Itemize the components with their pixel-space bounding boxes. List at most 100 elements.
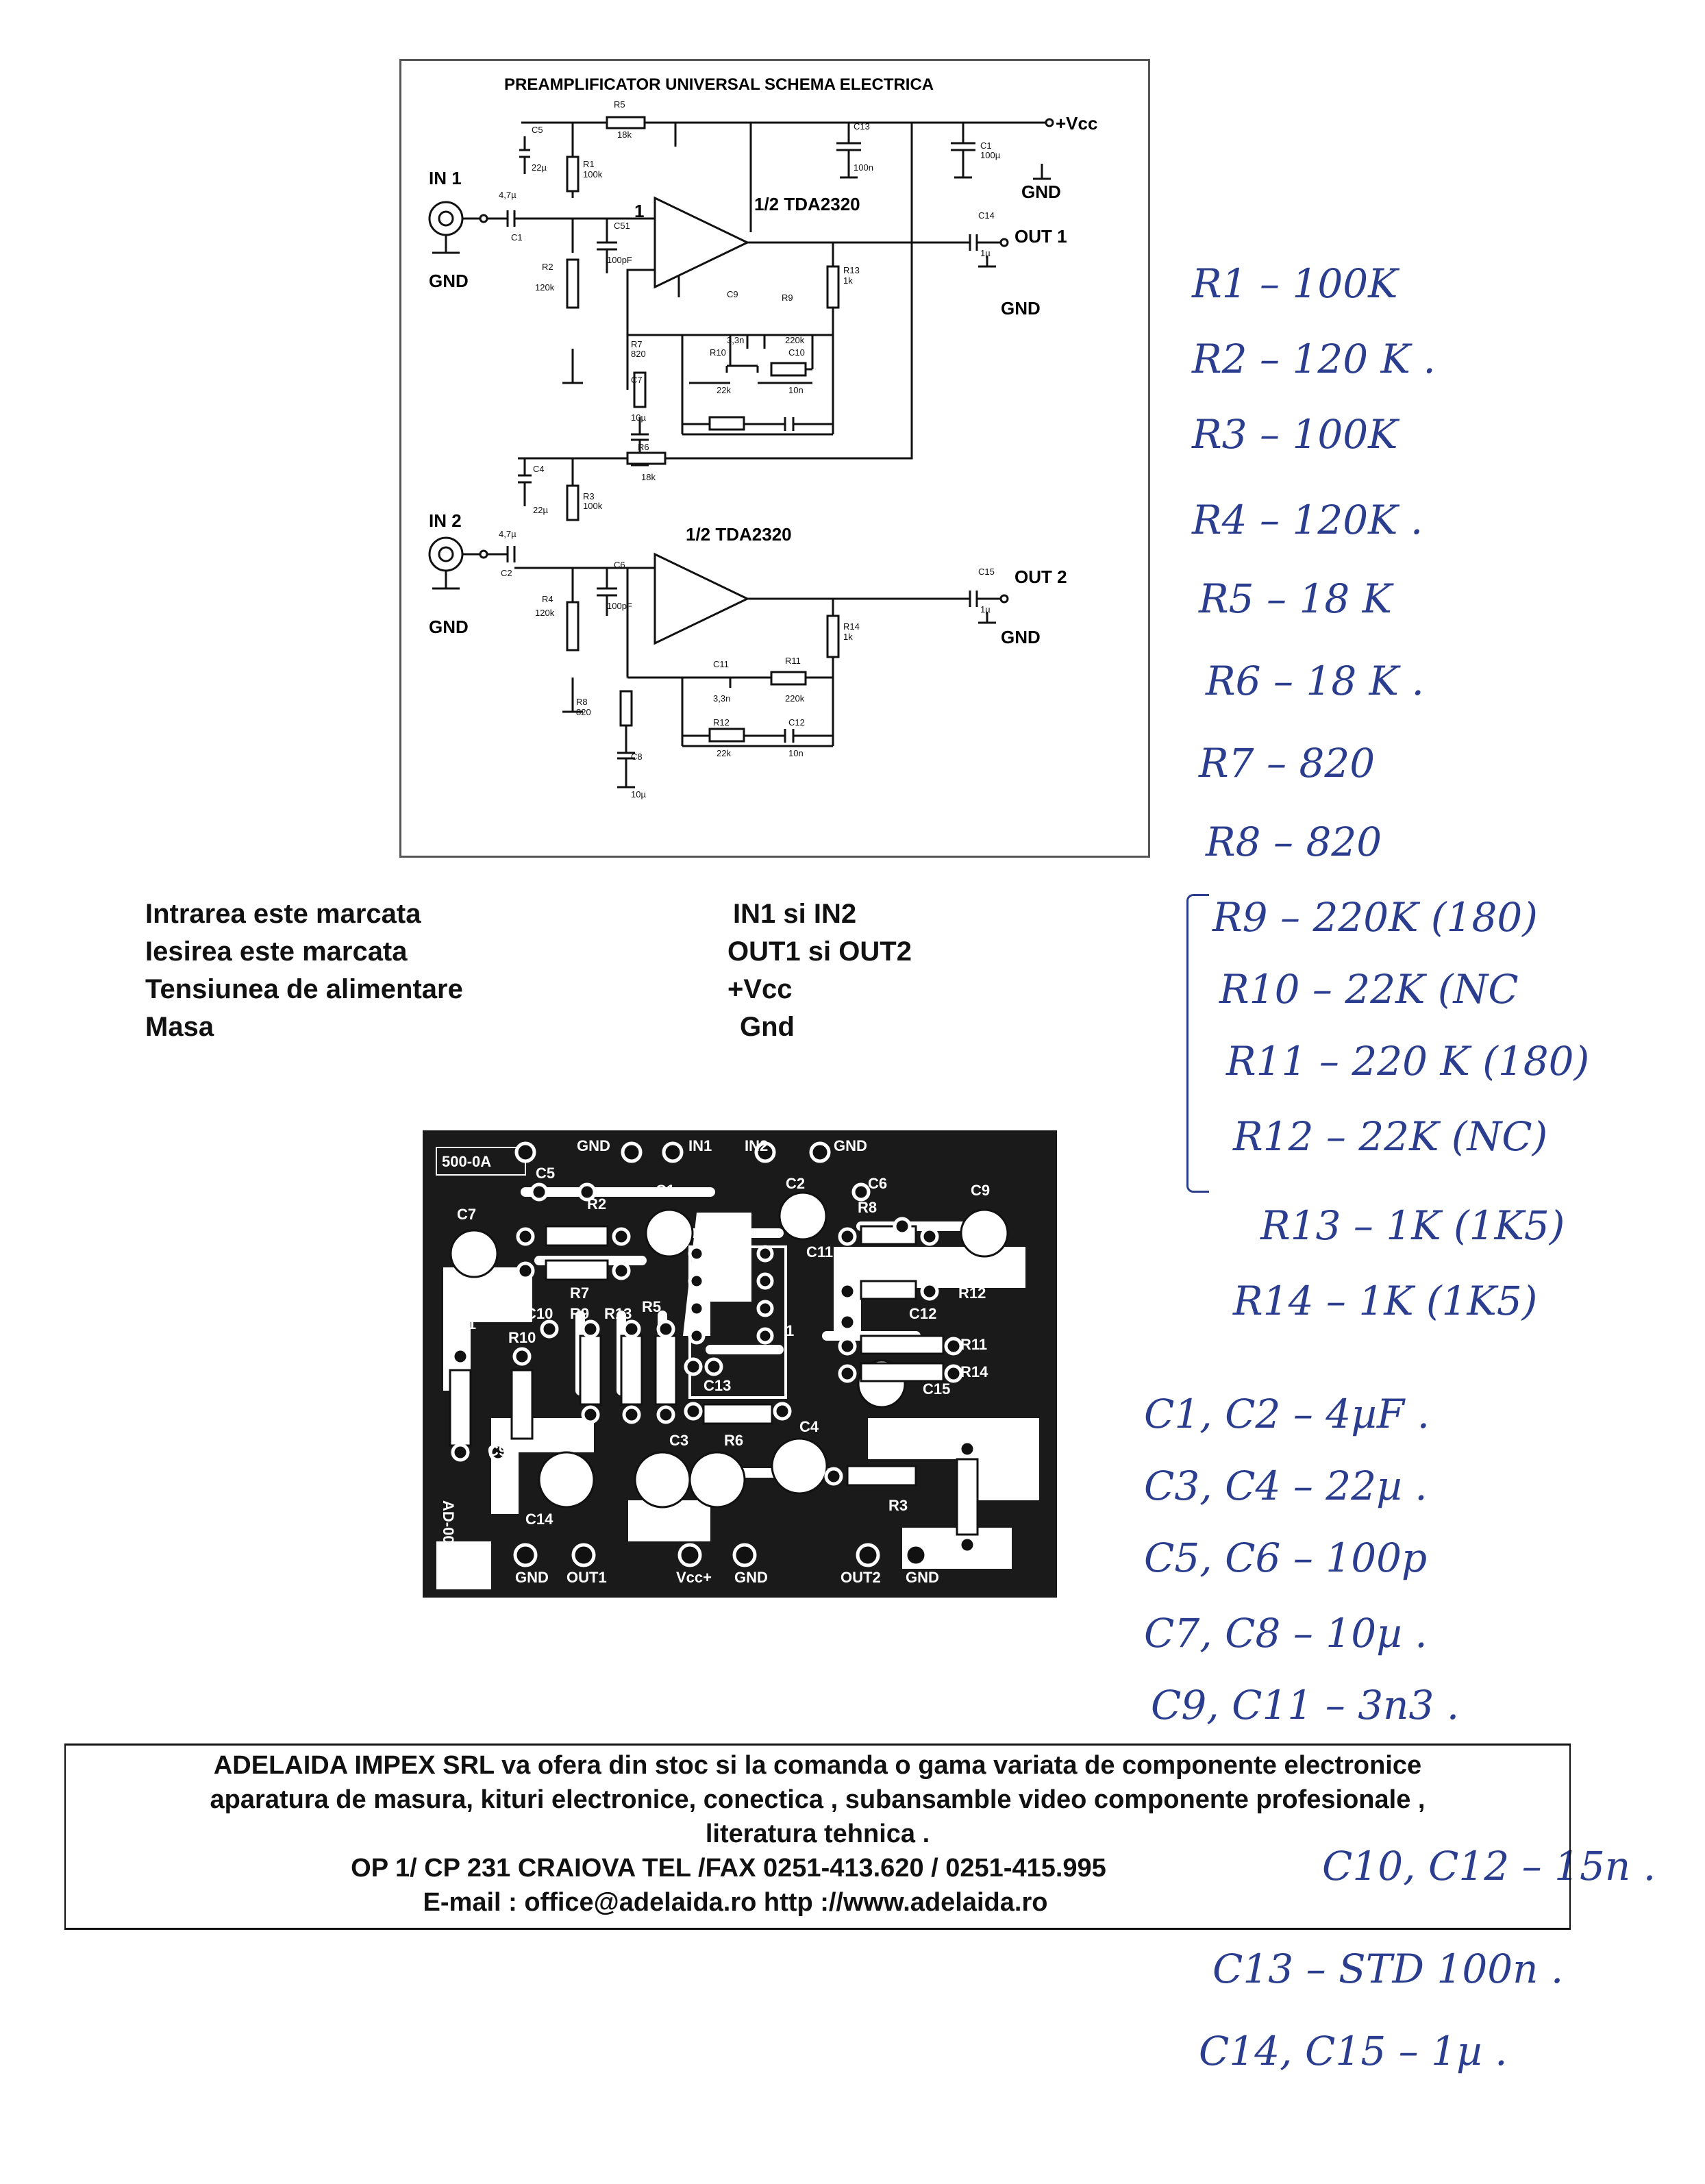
handwritten-notes: R1 – 100K R2 – 120 K . R3 – 100K R4 – 12… xyxy=(1123,260,1699,2096)
legend-label: Tensiunea de alimentare xyxy=(145,974,463,1004)
vcc-label: +Vcc xyxy=(1056,113,1097,134)
svg-text:C12: C12 xyxy=(909,1305,936,1322)
svg-text:C2: C2 xyxy=(501,568,512,578)
pcb-top-label: GND xyxy=(834,1137,867,1154)
svg-text:120k: 120k xyxy=(535,282,555,293)
pcb-layout: 500-0A GND IN1 IN2 GND GND OUT1 Vcc+ GND… xyxy=(423,1130,1057,1598)
footer-box: ADELAIDA IMPEX SRL va ofera din stoc si … xyxy=(64,1744,1571,1930)
svg-text:C7: C7 xyxy=(457,1206,476,1223)
gnd-label: GND xyxy=(1001,627,1041,647)
legend-value: OUT1 si OUT2 xyxy=(727,936,912,967)
svg-text:C1: C1 xyxy=(980,140,992,151)
svg-text:22µ: 22µ xyxy=(532,162,547,173)
svg-text:C8: C8 xyxy=(631,752,643,762)
svg-text:R3: R3 xyxy=(888,1497,908,1514)
legend-value: +Vcc xyxy=(727,974,793,1004)
svg-text:18k: 18k xyxy=(617,129,632,140)
svg-text:C10: C10 xyxy=(525,1305,553,1322)
svg-text:R4: R4 xyxy=(981,1480,1001,1497)
gnd-label: GND xyxy=(429,271,469,291)
pcb-code: 500-0A xyxy=(442,1153,491,1170)
handwritten-line: C14, C15 – 1µ . xyxy=(1199,2028,1508,2074)
svg-text:C6: C6 xyxy=(868,1175,887,1192)
svg-text:100k: 100k xyxy=(583,501,603,511)
handwritten-line: C1, C2 – 4µF . xyxy=(1144,1391,1430,1437)
svg-text:4,7µ: 4,7µ xyxy=(499,529,517,539)
svg-text:100µ: 100µ xyxy=(980,150,1001,160)
handwritten-line: R14 – 1K (1K5) xyxy=(1233,1278,1538,1324)
svg-text:C12: C12 xyxy=(788,717,805,728)
svg-text:820: 820 xyxy=(631,349,646,359)
svg-text:3,3n: 3,3n xyxy=(727,335,744,345)
svg-text:22µ: 22µ xyxy=(533,505,548,515)
gnd-label: GND xyxy=(1001,298,1041,319)
svg-text:C3: C3 xyxy=(669,1432,688,1449)
svg-text:R6: R6 xyxy=(724,1432,743,1449)
svg-text:R10: R10 xyxy=(508,1329,536,1346)
pcb-bottom-label: OUT1 xyxy=(567,1569,607,1586)
svg-text:22k: 22k xyxy=(717,748,731,758)
svg-text:220k: 220k xyxy=(785,693,805,704)
svg-text:C4: C4 xyxy=(799,1418,819,1435)
svg-text:C1: C1 xyxy=(511,232,523,243)
svg-text:1: 1 xyxy=(786,1322,794,1339)
legend-label: Intrarea este marcata xyxy=(145,899,421,929)
handwritten-line: R5 – 18 K xyxy=(1199,575,1393,622)
svg-text:R12: R12 xyxy=(958,1285,986,1302)
svg-text:C15: C15 xyxy=(978,567,995,577)
footer-contact: OP 1/ CP 231 CRAIOVA TEL /FAX 0251-413.6… xyxy=(351,1854,1106,1883)
svg-text:C4: C4 xyxy=(533,464,545,474)
svg-text:C9: C9 xyxy=(971,1182,990,1199)
svg-text:R14: R14 xyxy=(960,1363,988,1380)
svg-text:R1: R1 xyxy=(583,159,595,169)
pcb-bottom-label: OUT2 xyxy=(841,1569,881,1586)
svg-text:120k: 120k xyxy=(535,608,555,618)
svg-text:R9: R9 xyxy=(782,293,793,303)
svg-text:100k: 100k xyxy=(583,169,603,179)
ic1-label: 1/2 TDA2320 xyxy=(754,194,860,214)
handwritten-line: R10 – 22K (NC xyxy=(1219,966,1519,1013)
svg-text:22k: 22k xyxy=(717,385,731,395)
svg-text:C11: C11 xyxy=(806,1243,833,1261)
footer-web: E-mail : office@adelaida.ro http ://www.… xyxy=(423,1888,1048,1917)
svg-text:C5: C5 xyxy=(532,125,543,135)
svg-text:C1: C1 xyxy=(656,1182,675,1199)
bracket xyxy=(1186,894,1209,1193)
handwritten-line: C7, C8 – 10µ . xyxy=(1144,1610,1428,1656)
svg-text:R7: R7 xyxy=(570,1285,589,1302)
svg-text:R5: R5 xyxy=(614,99,625,110)
svg-text:C15: C15 xyxy=(923,1380,950,1398)
handwritten-line: R3 – 100K xyxy=(1192,411,1398,458)
svg-text:100pF: 100pF xyxy=(607,255,632,265)
handwritten-line: R9 – 220K (180) xyxy=(1212,894,1538,941)
handwritten-line: R13 – 1K (1K5) xyxy=(1260,1202,1565,1249)
svg-text:10n: 10n xyxy=(788,385,804,395)
svg-text:C7: C7 xyxy=(631,375,643,385)
handwritten-line: C3, C4 – 22µ . xyxy=(1144,1463,1428,1509)
svg-text:10n: 10n xyxy=(788,748,804,758)
handwritten-line: C9, C11 – 3n3 . xyxy=(1151,1682,1460,1728)
svg-text:R9: R9 xyxy=(570,1305,589,1322)
pcb-side-label: AD-001 xyxy=(440,1500,457,1552)
out1-label: OUT 1 xyxy=(1015,226,1067,247)
footer-line: ADELAIDA IMPEX SRL va ofera din stoc si … xyxy=(213,1751,1422,1780)
svg-text:R8: R8 xyxy=(576,697,588,707)
svg-text:1k: 1k xyxy=(843,275,853,286)
svg-text:R2: R2 xyxy=(542,262,553,272)
svg-text:R6: R6 xyxy=(638,442,649,452)
svg-text:C6: C6 xyxy=(614,560,625,570)
handwritten-line: R7 – 820 xyxy=(1199,740,1376,786)
handwritten-line: R6 – 18 K . xyxy=(1206,658,1424,704)
handwritten-line: R8 – 820 xyxy=(1206,819,1382,865)
svg-text:C9: C9 xyxy=(488,1442,507,1459)
pcb-top-label: IN2 xyxy=(745,1137,768,1154)
svg-text:100pF: 100pF xyxy=(607,601,632,611)
handwritten-line: C10, C12 – 15n . xyxy=(1322,1843,1656,1889)
pcb-bottom-label: Vcc+ xyxy=(676,1569,712,1586)
legend-label: Masa xyxy=(145,1012,214,1042)
svg-text:3,3n: 3,3n xyxy=(713,693,730,704)
legend-value: IN1 si IN2 xyxy=(733,899,857,929)
handwritten-line: C5, C6 – 100p xyxy=(1144,1535,1428,1581)
handwritten-line: R4 – 120K . xyxy=(1192,497,1423,543)
svg-text:18k: 18k xyxy=(641,472,656,482)
